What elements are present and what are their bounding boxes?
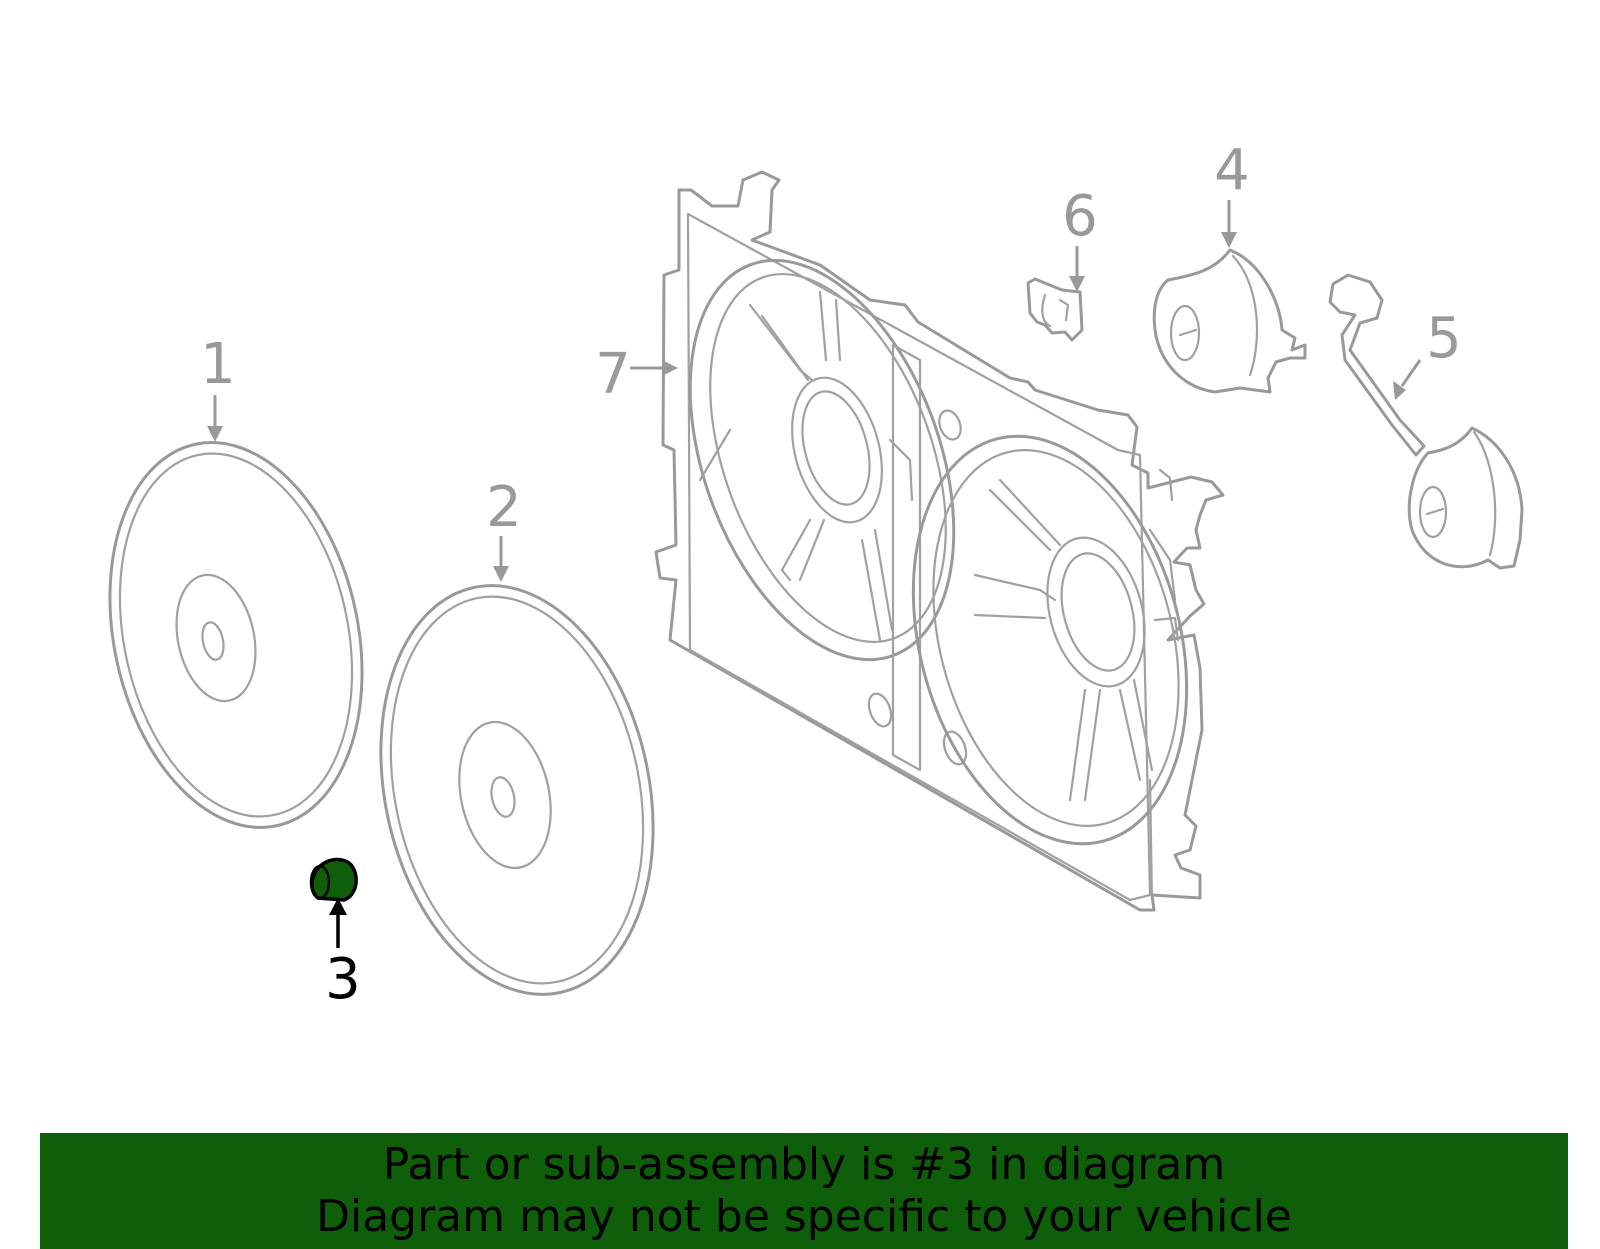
- callout-1: 1: [200, 332, 236, 442]
- callout-3: 3: [325, 898, 361, 1012]
- part-6-clip[interactable]: [1026, 277, 1084, 342]
- callout-5: 5: [1393, 306, 1462, 400]
- callout-7-label: 7: [595, 342, 631, 407]
- banner-line-part: Part or sub-assembly is #3 in diagram: [382, 1139, 1226, 1190]
- part-4-fan-motor[interactable]: [1152, 248, 1307, 394]
- callout-3-label: 3: [325, 947, 361, 1012]
- part-5-fan-motor[interactable]: [1328, 273, 1524, 570]
- part-2-fan-blade[interactable]: [345, 560, 689, 1020]
- callout-6: 6: [1062, 184, 1098, 292]
- banner-line-disclaimer: Diagram may not be specific to your vehi…: [316, 1191, 1292, 1242]
- callout-6-label: 6: [1062, 184, 1098, 249]
- callout-1-label: 1: [200, 332, 236, 397]
- part-1-fan-blade[interactable]: [76, 419, 396, 851]
- part-7-fan-shroud[interactable]: [640, 170, 1229, 912]
- callout-5-label: 5: [1426, 306, 1462, 371]
- callout-2-label: 2: [486, 475, 522, 540]
- callout-4-label: 4: [1214, 138, 1250, 203]
- callout-2: 2: [486, 475, 522, 582]
- callout-4: 4: [1214, 138, 1250, 248]
- callout-7: 7: [595, 342, 678, 407]
- highlight-banner: Part or sub-assembly is #3 in diagram Di…: [40, 1133, 1568, 1249]
- part-3-nut[interactable]: [309, 857, 358, 902]
